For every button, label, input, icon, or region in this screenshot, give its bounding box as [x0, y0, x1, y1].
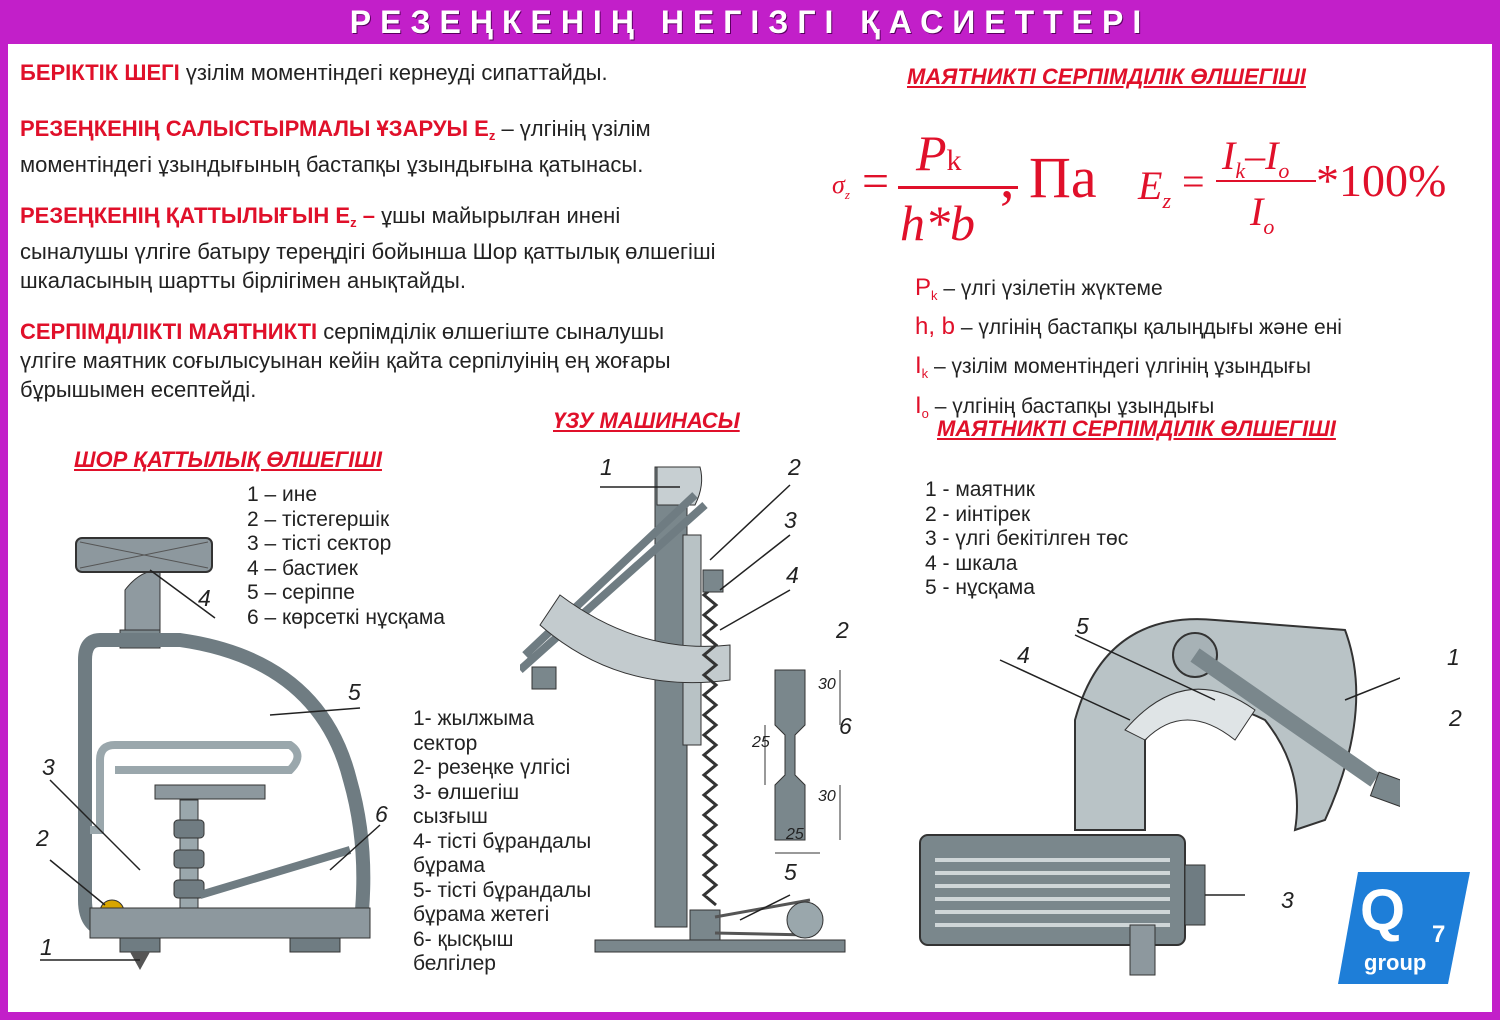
definition-text: үлгіге маятник соғылысуынан кейін қайта …	[20, 348, 671, 373]
variable-row: Io – үлгінің бастапқы ұзындығы	[915, 391, 1215, 421]
heading-pendulum-top: МАЯТНИКТІ СЕРПІМДІЛІК ӨЛШЕГІШІ	[907, 64, 1306, 89]
page-title: РЕЗЕҢКЕНІҢ НЕГІЗГІ ҚАСИЕТТЕРІ	[349, 4, 1151, 40]
pendulum-callout-5: 5	[1076, 613, 1089, 639]
variable-row: h, b – үлгінің бастапқы қалыңдығы және е…	[915, 313, 1342, 341]
term: СЕРПІМДІЛІКТІ МАЯТНИКТІ	[20, 319, 318, 344]
tensile-callout-3: 3	[784, 507, 797, 533]
formula-equals: =	[1182, 159, 1205, 204]
svg-text:group: group	[1364, 950, 1426, 975]
definition-text: ұшы майырылған инені	[374, 203, 621, 228]
formula-numerator: Pk	[916, 125, 962, 181]
tensile-machine-illustration	[520, 466, 846, 953]
term-subscript: z	[350, 215, 357, 230]
formula-equals: =	[862, 155, 890, 208]
heading-shore-tester: ШОР ҚАТТЫЛЫҚ ӨЛШЕГІШІ	[74, 447, 382, 472]
definition-elongation: РЕЗЕҢКЕНІҢ САЛЫСТЫРМАЛЫ ҰЗАРУЫ Ez – үлгі…	[20, 114, 880, 179]
pendulum-callout-4: 4	[1017, 642, 1030, 668]
tensile-callout-5: 5	[784, 859, 797, 885]
variable-row: Ik – үзілім моментіндегі үлгінің ұзындығ…	[915, 352, 1312, 382]
definition-text: моментіндегі ұзындығының бастапқы ұзынды…	[20, 152, 644, 177]
fraction-bar	[1216, 180, 1316, 182]
term-dash: –	[356, 203, 375, 228]
term: РЕЗЕҢКЕНІҢ САЛЫСТЫРМАЛЫ ҰЗАРУЫ E	[20, 116, 489, 141]
specimen-callout-2: 2	[836, 617, 849, 643]
definition-text: сыналушы үлгіге батыру тереңдігі бойынша…	[20, 239, 716, 264]
specimen-dimension-top: 30	[818, 676, 836, 693]
specimen-callout-6: 6	[839, 713, 852, 739]
term: БЕРІКТІК ШЕГІ	[20, 60, 180, 85]
formula-elongation: Ez = Ik–Io Io *100%	[1138, 132, 1468, 252]
tensile-callout-4: 4	[786, 562, 799, 588]
term: РЕЗЕҢКЕНІҢ ҚАТТЫЛЫҒЫН E	[20, 203, 351, 228]
pendulum-tester-illustration	[919, 618, 1400, 976]
definition-text: – үлгінің үзілім	[495, 116, 651, 141]
pendulum-callout-1: 1	[1447, 644, 1460, 670]
formula-lhs: σz	[832, 170, 850, 203]
pendulum-callout-3: 3	[1281, 887, 1294, 913]
definition-hardness: РЕЗЕҢКЕНІҢ ҚАТТЫЛЫҒЫН Ez – ұшы майырылға…	[20, 201, 880, 295]
variable-definitions: Pk – үлгі үзілетін жүктеме h, b – үлгіні…	[915, 272, 1342, 429]
variable-row: Pk – үлгі үзілетін жүктеме	[915, 274, 1163, 304]
definition-text: серпімділік өлшегіште сыналушы	[317, 319, 665, 344]
heading-tensile-machine: ҮЗУ МАШИНАСЫ	[553, 408, 740, 433]
heading-pendulum-bottom: МАЯТНИКТІ СЕРПІМДІЛІК ӨЛШЕГІШІ	[937, 416, 1336, 441]
definition-text: шкаласының шартты бірлігімен анықтайды.	[20, 268, 466, 293]
shore-callout-2: 2	[36, 825, 49, 851]
formula-unit: , Па	[1000, 145, 1097, 210]
formula-tail: *100%	[1316, 155, 1447, 206]
term-subscript: z	[488, 128, 496, 143]
shore-callout-6: 6	[375, 801, 388, 827]
formula-denominator: h*b	[900, 195, 975, 251]
content-panel	[8, 44, 1492, 1012]
formula-strength: σz = Pk h*b , Па	[832, 124, 1112, 254]
specimen-dimension-middle: 25	[752, 734, 770, 751]
tensile-callout-2: 2	[788, 454, 801, 480]
definition-elasticity: СЕРПІМДІЛІКТІ МАЯТНИКТІ серпімділік өлше…	[20, 317, 880, 404]
svg-text:Q: Q	[1360, 878, 1405, 943]
shore-callout-4: 4	[198, 585, 211, 611]
tensile-callout-1: 1	[600, 454, 613, 480]
fraction-bar	[898, 186, 1018, 189]
shore-callout-3: 3	[42, 754, 55, 780]
specimen-dimension-bottom: 30	[818, 788, 836, 805]
shore-callout-1: 1	[40, 934, 53, 960]
q7-group-logo: Q 7 group	[1338, 872, 1470, 984]
pendulum-callout-2: 2	[1449, 705, 1462, 731]
svg-text:7: 7	[1432, 921, 1445, 948]
definition-tensile-strength: БЕРІКТІК ШЕГІ үзілім моментіндегі кернеу…	[20, 58, 880, 87]
shore-tester-illustration	[40, 537, 381, 970]
definition-text: үзілім моментіндегі кернеуді сипаттайды.	[179, 60, 608, 85]
formula-denominator: Io	[1250, 189, 1275, 239]
specimen-dimension-width: 25	[786, 826, 804, 843]
formula-numerator: Ik–Io	[1222, 133, 1290, 183]
definition-text: бұрышымен есептейді.	[20, 377, 257, 402]
formula-lhs: Ez	[1138, 163, 1171, 213]
shore-callout-5: 5	[348, 679, 361, 705]
